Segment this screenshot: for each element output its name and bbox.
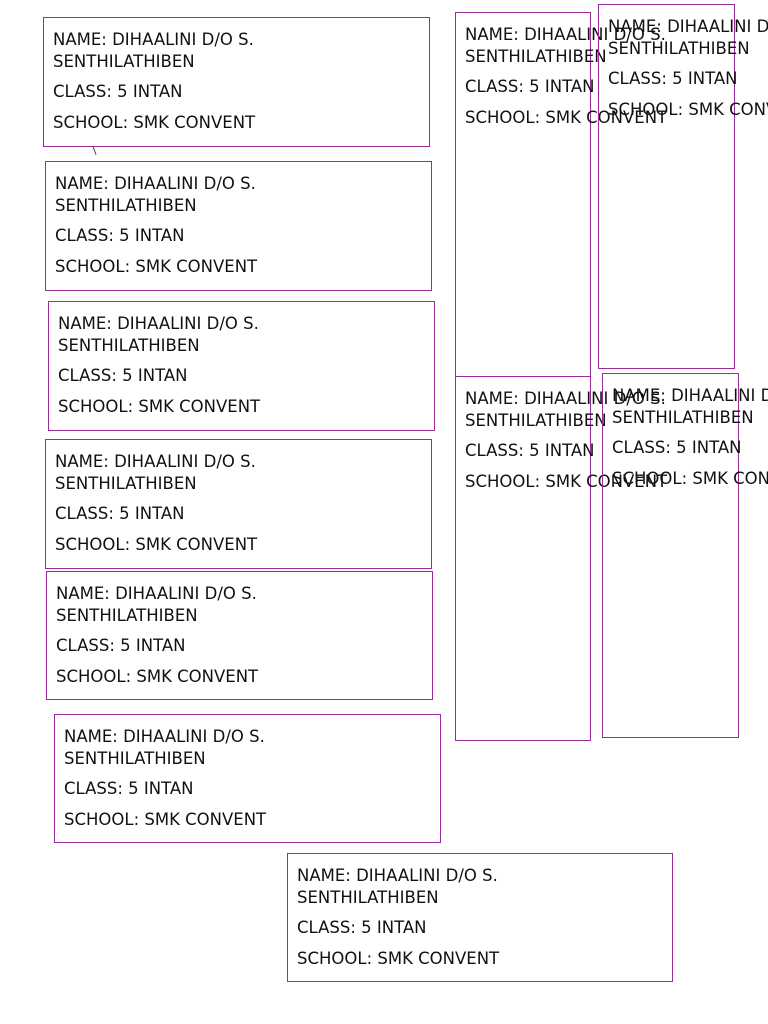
student-name-continued: SENTHILATHIBEN (64, 749, 206, 768)
student-class: CLASS: 5 INTAN (612, 438, 742, 457)
name-label-card: NAME: DIHAALINI D/O S. SENTHILATHIBEN CL… (46, 571, 433, 700)
student-name-continued: SENTHILATHIBEN (55, 196, 197, 215)
student-school: SCHOOL: SMK CONVENT (58, 397, 261, 416)
student-school: SCHOOL: SMK CONVENT (297, 949, 500, 968)
student-class: CLASS: 5 INTAN (55, 226, 185, 245)
student-name-continued: SENTHILATHIBEN (465, 47, 607, 66)
student-class: CLASS: 5 INTAN (53, 82, 183, 101)
student-name: NAME: DIHAALINI D/O S. (55, 174, 256, 193)
student-class: CLASS: 5 INTAN (56, 636, 186, 655)
student-class: CLASS: 5 INTAN (64, 779, 194, 798)
student-school: SCHOOL: SMK CONVENT (55, 257, 258, 276)
student-name: NAME: DIHAALINI D/O S. (64, 727, 265, 746)
student-class: CLASS: 5 INTAN (465, 77, 595, 96)
name-label-card: NAME: DIHAALINI D/O S. SENTHILATHIBEN CL… (43, 17, 430, 147)
student-name-continued: SENTHILATHIBEN (53, 52, 195, 71)
student-name: NAME: DIHAALINI D/O S. (465, 25, 666, 44)
student-school: SCHOOL: SMK CONVENT (53, 113, 256, 132)
student-name: NAME: DIHAALINI D/O S. (608, 17, 768, 36)
name-label-card: NAME: DIHAALINI D/O S. SENTHILATHIBEN CL… (45, 161, 432, 291)
student-school: SCHOOL: SMK CONVENT (612, 469, 768, 488)
stray-mark (92, 146, 97, 155)
name-label-card: NAME: DIHAALINI D/O S. SENTHILATHIBEN CL… (287, 853, 673, 982)
student-class: CLASS: 5 INTAN (58, 366, 188, 385)
student-name-continued: SENTHILATHIBEN (297, 888, 439, 907)
student-name-continued: SENTHILATHIBEN (58, 336, 200, 355)
name-label-card: NAME: DIHAALINI D/O S. SENTHILATHIBEN CL… (48, 301, 435, 431)
student-class: CLASS: 5 INTAN (465, 441, 595, 460)
student-name: NAME: DIHAALINI D/O S. (58, 314, 259, 333)
student-school: SCHOOL: SMK CONVENT (55, 535, 258, 554)
student-school: SCHOOL: SMK CONVENT (608, 100, 768, 119)
student-school: SCHOOL: SMK CONVENT (465, 108, 668, 127)
student-class: CLASS: 5 INTAN (608, 69, 738, 88)
student-name-continued: SENTHILATHIBEN (465, 411, 607, 430)
name-label-card-tall: NAME: DIHAALINI D/O S. SENTHILATHIBEN CL… (598, 4, 768, 369)
student-name: NAME: DIHAALINI D/O S. (465, 389, 666, 408)
student-name-continued: SENTHILATHIBEN (56, 606, 198, 625)
name-label-card: NAME: DIHAALINI D/O S. SENTHILATHIBEN CL… (45, 439, 432, 569)
student-school: SCHOOL: SMK CONVENT (465, 472, 668, 491)
student-class: CLASS: 5 INTAN (297, 918, 427, 937)
student-name-continued: SENTHILATHIBEN (55, 474, 197, 493)
name-label-card-tall: NAME: DIHAALINI D/O S. SENTHILATHIBEN CL… (455, 12, 667, 377)
student-name-continued: SENTHILATHIBEN (608, 39, 750, 58)
student-name: NAME: DIHAALINI D/O S. (297, 866, 498, 885)
student-name: NAME: DIHAALINI D/O S. (53, 30, 254, 49)
name-label-card-tall: NAME: DIHAALINI D/O S. SENTHILATHIBEN CL… (455, 376, 667, 741)
student-name-continued: SENTHILATHIBEN (612, 408, 754, 427)
student-name: NAME: DIHAALINI D/O S. (55, 452, 256, 471)
student-school: SCHOOL: SMK CONVENT (64, 810, 267, 829)
student-name: NAME: DIHAALINI D/O S. (56, 584, 257, 603)
student-class: CLASS: 5 INTAN (55, 504, 185, 523)
name-label-card-tall: NAME: DIHAALINI D/O S. SENTHILATHIBEN CL… (602, 373, 768, 738)
name-label-card: NAME: DIHAALINI D/O S. SENTHILATHIBEN CL… (54, 714, 441, 843)
student-school: SCHOOL: SMK CONVENT (56, 667, 259, 686)
student-name: NAME: DIHAALINI D/O S. (612, 386, 768, 405)
